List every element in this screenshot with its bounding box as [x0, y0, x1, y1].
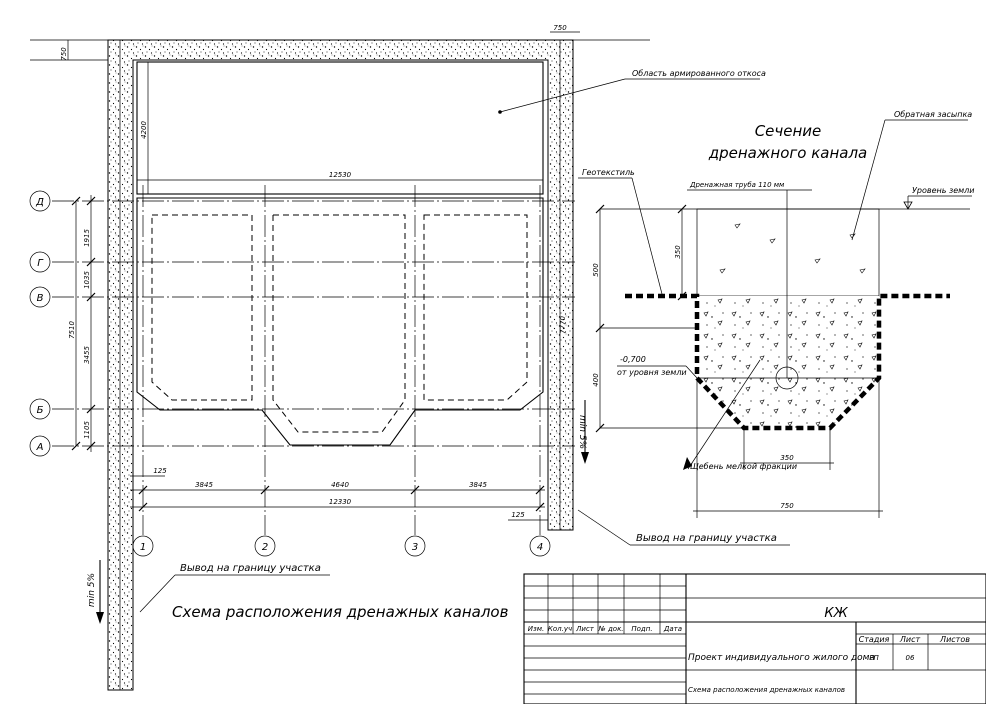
svg-text:Б: Б: [37, 405, 44, 416]
dim-g-v: 1035: [83, 271, 91, 289]
building-outline: [136, 197, 544, 446]
stage-value: РП: [869, 654, 879, 662]
dim-slope-depth: 4200: [140, 121, 148, 139]
svg-text:1: 1: [140, 542, 146, 553]
doc-code: КЖ: [824, 606, 848, 621]
dim-top-width: 12530: [329, 171, 352, 179]
dim-400: 400: [592, 373, 600, 387]
room-outline-3: [423, 214, 528, 401]
section-title-line2: дренажного канала: [708, 144, 867, 162]
dim-d-g: 1915: [83, 229, 91, 247]
dim-b-a: 1105: [83, 421, 91, 439]
header-data: Дата: [663, 625, 682, 633]
sheet-title: Схема расположения дренажных каналов: [688, 686, 845, 694]
slope-arrow-left: min 5%: [87, 560, 104, 624]
dim-750: 750: [780, 502, 794, 510]
label-pipe: Дренажная труба 110 мм: [689, 181, 785, 189]
project-name: Проект индивидуального жилого дома: [688, 653, 875, 663]
geotextile-line: [625, 293, 950, 431]
dim-total-height: 7510: [68, 321, 76, 339]
svg-text:4: 4: [537, 542, 543, 553]
callout-outlet-left: Вывод на границу участка: [180, 563, 321, 574]
label-depth-value: -0,700: [620, 355, 646, 364]
axis-col-3: 3: [404, 535, 426, 557]
gravel-fill: [697, 296, 879, 428]
svg-text:2: 2: [262, 542, 268, 553]
dim-v-b: 3455: [83, 346, 91, 364]
sheet-label: Лист: [899, 635, 921, 644]
svg-text:Д: Д: [35, 197, 44, 208]
plan-title: Схема расположения дренажных каналов: [172, 603, 509, 621]
svg-text:Г: Г: [37, 258, 44, 269]
label-gravel: Щебень мелкой фракции: [690, 462, 797, 471]
dim-350-vertical: 350: [674, 245, 682, 259]
dim-right-height: 7770: [559, 316, 567, 334]
label-backfill: Обратная засыпка: [894, 110, 972, 119]
dim-offset-right: 125: [511, 511, 525, 519]
section-drawing: Сечение дренажного канала Уровень земли …: [578, 110, 975, 518]
slope-arrow-right: min 5%: [577, 400, 589, 464]
axis-col-2: 2: [254, 535, 276, 557]
callout-outlet-right: Вывод на границу участка: [636, 533, 777, 544]
svg-text:min 5%: min 5%: [577, 415, 587, 449]
header-podp: Подп.: [631, 625, 652, 633]
dim-500: 500: [592, 263, 600, 277]
svg-text:min 5%: min 5%: [87, 573, 97, 607]
label-geotextile: Геотекстиль: [582, 168, 635, 177]
header-izm: Изм.: [528, 625, 544, 633]
reinforced-slope-area: [136, 61, 544, 195]
dim-top-750-right: 750: [553, 24, 567, 32]
dim-total-width: 12330: [329, 498, 352, 506]
dim-bay-2-3: 4640: [331, 481, 349, 489]
drainage-channel-band: [107, 39, 574, 691]
room-outline-2: [272, 214, 406, 433]
axis-col-4: 4: [529, 535, 551, 557]
svg-text:В: В: [37, 293, 44, 304]
header-doc: № док.: [597, 625, 623, 633]
header-list: Лист: [575, 625, 595, 633]
axis-row-g: Г: [29, 251, 51, 273]
dim-top-750-left: 750: [60, 47, 68, 61]
plan-drawing: Д Г В Б А 1 2 3: [29, 24, 790, 691]
dim-bay-3-4: 3845: [469, 481, 487, 489]
axis-col-1: 1: [132, 535, 154, 557]
header-kol-uch: Кол.уч: [548, 625, 572, 633]
axis-row-b: Б: [29, 398, 51, 420]
sheet-value: 06: [906, 654, 915, 662]
dim-350-horizontal: 350: [780, 454, 794, 462]
svg-text:3: 3: [412, 542, 418, 553]
backfill-area: [696, 208, 880, 297]
label-depth-note: от уровня земли: [617, 368, 687, 377]
axis-row-d: Д: [29, 190, 51, 212]
section-title-line1: Сечение: [755, 122, 822, 140]
title-block: Изм. Кол.уч Лист № док. Подп. Дата КЖ Ст…: [523, 573, 986, 704]
axis-row-v: В: [29, 286, 51, 308]
axis-row-a: А: [29, 435, 51, 457]
label-ground-level: Уровень земли: [912, 186, 975, 195]
room-outline-1: [151, 214, 253, 401]
svg-text:А: А: [36, 442, 44, 453]
sheets-label: Листов: [939, 635, 970, 644]
dim-offset-left: 125: [153, 467, 167, 475]
stage-label: Стадия: [859, 635, 890, 644]
dim-bay-1-2: 3845: [195, 481, 213, 489]
callout-reinforced-slope: Область армированного откоса: [632, 69, 766, 78]
